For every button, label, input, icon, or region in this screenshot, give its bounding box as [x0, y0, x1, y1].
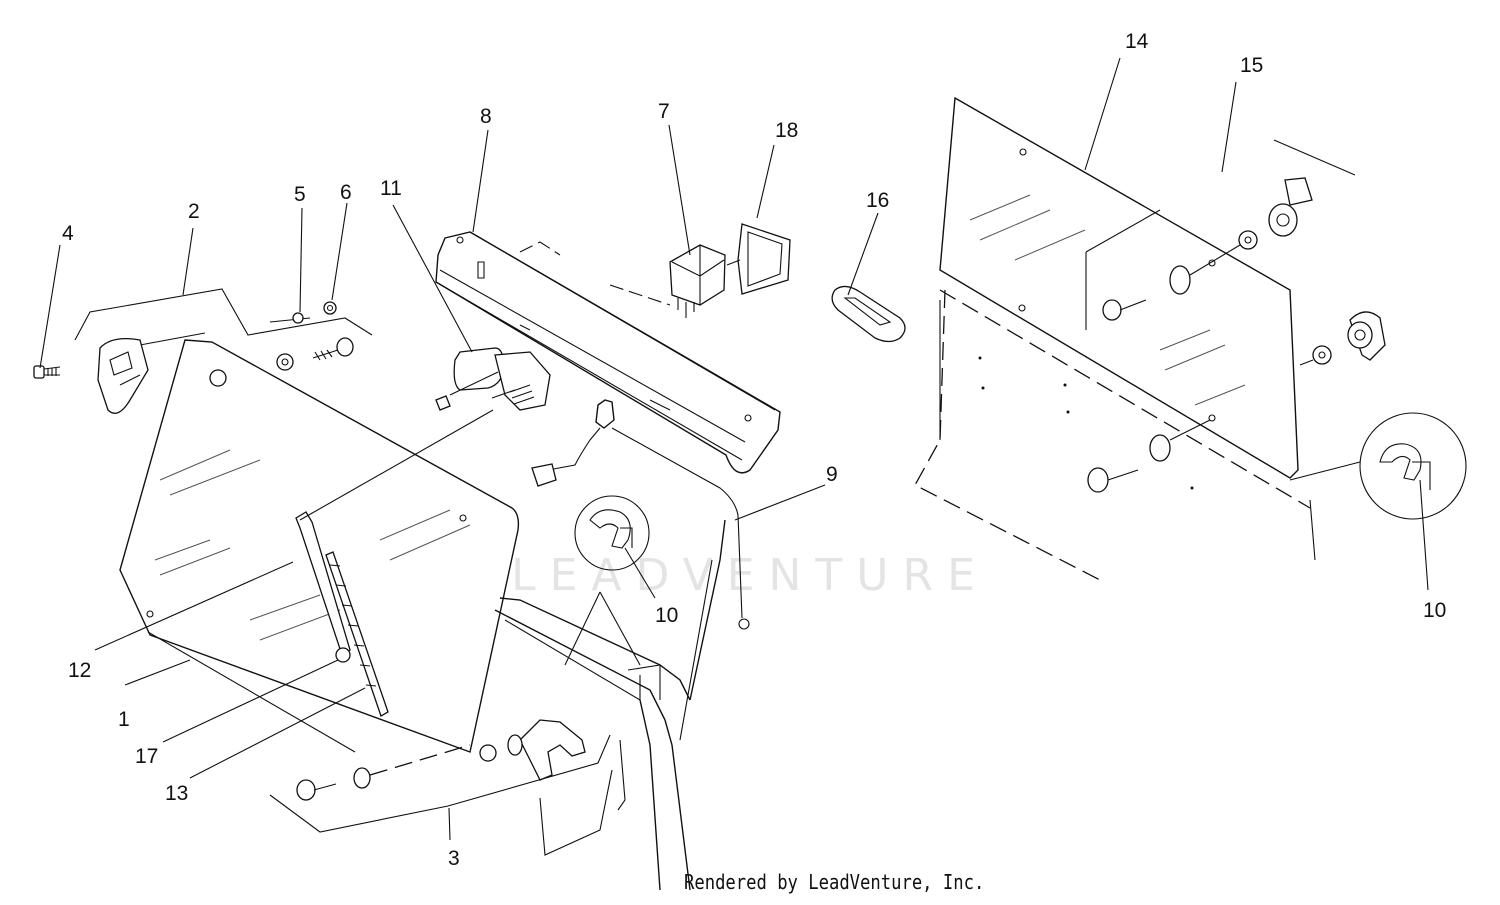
- callout-1: 1: [118, 708, 130, 731]
- callout-2: 2: [188, 200, 200, 223]
- wire-harness: [531, 399, 750, 630]
- callout-3: 3: [448, 847, 460, 870]
- callout-13: 13: [165, 782, 188, 805]
- hinge-bracket-top: [97, 337, 149, 414]
- leader-lines: [39, 57, 1429, 841]
- rear-latch-lower: [1087, 311, 1386, 493]
- wiper-mount-plate: [831, 285, 906, 343]
- callout-14: 14: [1125, 30, 1149, 53]
- credit-text: Rendered by LeadVenture, Inc.: [684, 870, 985, 894]
- callout-numbers: 1 2 3 4 5 6 7 8 9 10 10 11 12 13 14 15 1…: [62, 30, 1446, 870]
- callout-10-right: 10: [1423, 599, 1446, 622]
- screw-right: [312, 337, 354, 361]
- callout-6: 6: [340, 181, 352, 204]
- callout-15: 15: [1240, 54, 1263, 77]
- wiper-motor: [435, 347, 551, 411]
- callout-16: 16: [866, 189, 889, 212]
- callout-4: 4: [62, 222, 74, 245]
- rocker-switch: [669, 244, 726, 318]
- seal-detail-right: [1359, 412, 1467, 520]
- door-glass-panel: [119, 339, 520, 753]
- rear-window-glass: [939, 96, 1299, 479]
- callout-12: 12: [68, 659, 91, 682]
- wiper-blade: [325, 551, 389, 717]
- seal-detail-center: [574, 495, 650, 571]
- bolt-bottom: [296, 779, 337, 801]
- callout-17: 17: [135, 745, 158, 768]
- callout-18: 18: [775, 119, 798, 142]
- wiper-arm: [295, 511, 351, 663]
- cab-frame: [494, 519, 726, 891]
- rear-window-frame: [914, 289, 1316, 581]
- watermark: LEADVENTURE: [511, 550, 989, 601]
- callout-11: 11: [380, 177, 402, 200]
- callout-7: 7: [658, 100, 670, 123]
- callout-8: 8: [480, 105, 492, 128]
- hinge-bracket-bottom: [479, 719, 586, 781]
- rear-latch-upper: [1102, 177, 1313, 321]
- callout-5: 5: [294, 183, 306, 206]
- callout-10: 10: [655, 604, 678, 627]
- bolt-4: [33, 365, 61, 379]
- callout-9: 9: [826, 463, 838, 486]
- console-housing: [435, 231, 781, 474]
- switch-bezel: [737, 223, 791, 295]
